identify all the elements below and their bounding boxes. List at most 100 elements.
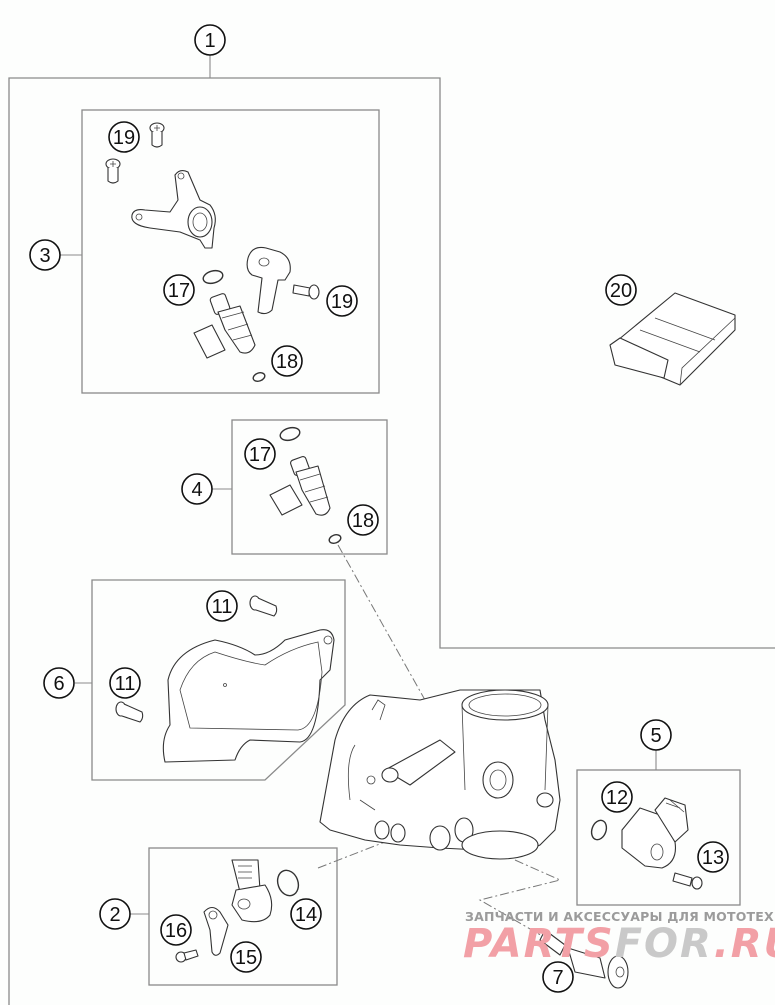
sensor-bracket-icon [203, 906, 229, 956]
callout-screw-19-top: 19 [108, 121, 140, 153]
injector-kit-lower-frame [212, 419, 388, 555]
throttle-body-icon [319, 689, 561, 860]
callout-circle [347, 504, 379, 536]
callout-circle [697, 841, 729, 873]
callout-number: 3 [39, 245, 50, 267]
tps-sensor-icon [621, 797, 689, 869]
callout-number: 16 [165, 920, 187, 942]
callout-circle [206, 590, 238, 622]
callout-injector-oring-upper-18: 18 [271, 345, 303, 377]
callout-number: 7 [552, 967, 563, 989]
callout-circle [244, 438, 276, 470]
screw-13-icon [672, 872, 703, 890]
callout-number: 11 [115, 673, 136, 695]
callout-circle [542, 961, 574, 993]
callout-assembly: 1 [194, 24, 226, 56]
callout-number: 17 [168, 280, 190, 302]
callout-number: 5 [650, 725, 661, 747]
o-ring-18-icon [328, 534, 342, 544]
callout-injector-kit-lower: 4 [181, 473, 213, 505]
callout-number: 4 [191, 479, 202, 501]
callout-sensor-kit: 2 [99, 898, 131, 930]
callout-number: 12 [606, 787, 628, 809]
injector-icon [193, 293, 256, 359]
callout-circle [271, 345, 303, 377]
callout-number: 19 [331, 291, 353, 313]
callout-circle [109, 667, 141, 699]
callout-injector-oring-lower-17: 17 [244, 438, 276, 470]
callout-map-sensor: 12 [601, 781, 633, 813]
tps-kit-frame [576, 750, 741, 906]
callout-circle [601, 781, 633, 813]
callout-number: 15 [235, 947, 257, 969]
o-ring-18-icon [252, 372, 266, 382]
screw-19-icon [105, 158, 121, 184]
callout-circle [99, 898, 131, 930]
callout-number: 13 [702, 847, 724, 869]
callout-injector-oring-upper-17: 17 [163, 274, 195, 306]
screw-11-icon [249, 595, 278, 617]
sensor-icon [231, 859, 273, 923]
o-ring-17-icon [202, 269, 224, 285]
callout-number: 6 [53, 673, 64, 695]
callout-idle-valve: 7 [542, 961, 574, 993]
fuel-elbow-icon [246, 246, 291, 315]
watermark-brand-parts: PARTS [463, 921, 615, 967]
o-ring-17-icon [279, 426, 301, 442]
injector-icon [269, 456, 331, 516]
ecu-icon [609, 292, 736, 386]
callout-map-screw: 13 [697, 841, 729, 873]
callout-number: 11 [212, 596, 233, 618]
injector-kit-upper-frame [60, 109, 380, 394]
callout-circle [230, 941, 262, 973]
watermark-tagline: ЗАПЧАСТИ И АКСЕССУАРЫ ДЛЯ МОТОТЕХНИКИ [465, 909, 775, 924]
callout-circle [108, 121, 140, 153]
callout-number: 18 [276, 351, 298, 373]
callout-bracket-screw: 16 [160, 914, 192, 946]
callout-number: 17 [249, 444, 271, 466]
sensor-kit-frame [130, 847, 338, 986]
callout-tps-kit: 5 [640, 719, 672, 751]
callout-circle [194, 24, 226, 56]
cover-kit-frame [75, 579, 346, 781]
callout-circle [181, 473, 213, 505]
watermark: ЗАПЧАСТИ И АКСЕССУАРЫ ДЛЯ МОТОТЕХНИКИ PA… [463, 909, 775, 967]
callout-ecu: 20 [605, 274, 637, 306]
idle-valve-icon [539, 929, 629, 989]
callout-number: 1 [204, 30, 215, 52]
watermark-brand-ru: .RU [714, 921, 775, 967]
callout-screw-19-side: 19 [326, 285, 358, 317]
callout-number: 20 [610, 280, 632, 302]
callout-circle [290, 898, 322, 930]
callout-circle [605, 274, 637, 306]
callout-sensor-bracket: 15 [230, 941, 262, 973]
screw-16-icon [175, 949, 199, 963]
watermark-brand-for: FOR [615, 921, 714, 967]
throttle-cover-icon [162, 629, 335, 763]
screw-19-icon [149, 122, 165, 148]
o-ring-icon [590, 819, 608, 841]
callout-number: 2 [109, 904, 120, 926]
callout-circle [640, 719, 672, 751]
assembly-frame [8, 55, 775, 1005]
callout-circle [160, 914, 192, 946]
screw-11-icon [115, 701, 144, 723]
callout-cover-screw-top: 11 [206, 590, 238, 622]
callout-sensor-oring: 14 [290, 898, 322, 930]
callout-cover-screw-left: 11 [109, 667, 141, 699]
svg-text:PARTSFOR.RU: PARTSFOR.RU [463, 921, 775, 967]
callout-circle [326, 285, 358, 317]
callout-injector-kit-upper: 3 [29, 239, 61, 271]
callout-circle [29, 239, 61, 271]
callout-injector-oring-lower-18: 18 [347, 504, 379, 536]
callout-number: 18 [352, 510, 374, 532]
screw-19-icon [292, 284, 320, 300]
assembly-lines [317, 544, 576, 956]
callout-number: 14 [295, 904, 317, 926]
callout-cover-kit: 6 [43, 667, 75, 699]
callout-number: 19 [113, 127, 135, 149]
fuel-rail-bracket-icon [131, 169, 216, 249]
callout-circle [43, 667, 75, 699]
o-ring-14-icon [276, 869, 300, 897]
